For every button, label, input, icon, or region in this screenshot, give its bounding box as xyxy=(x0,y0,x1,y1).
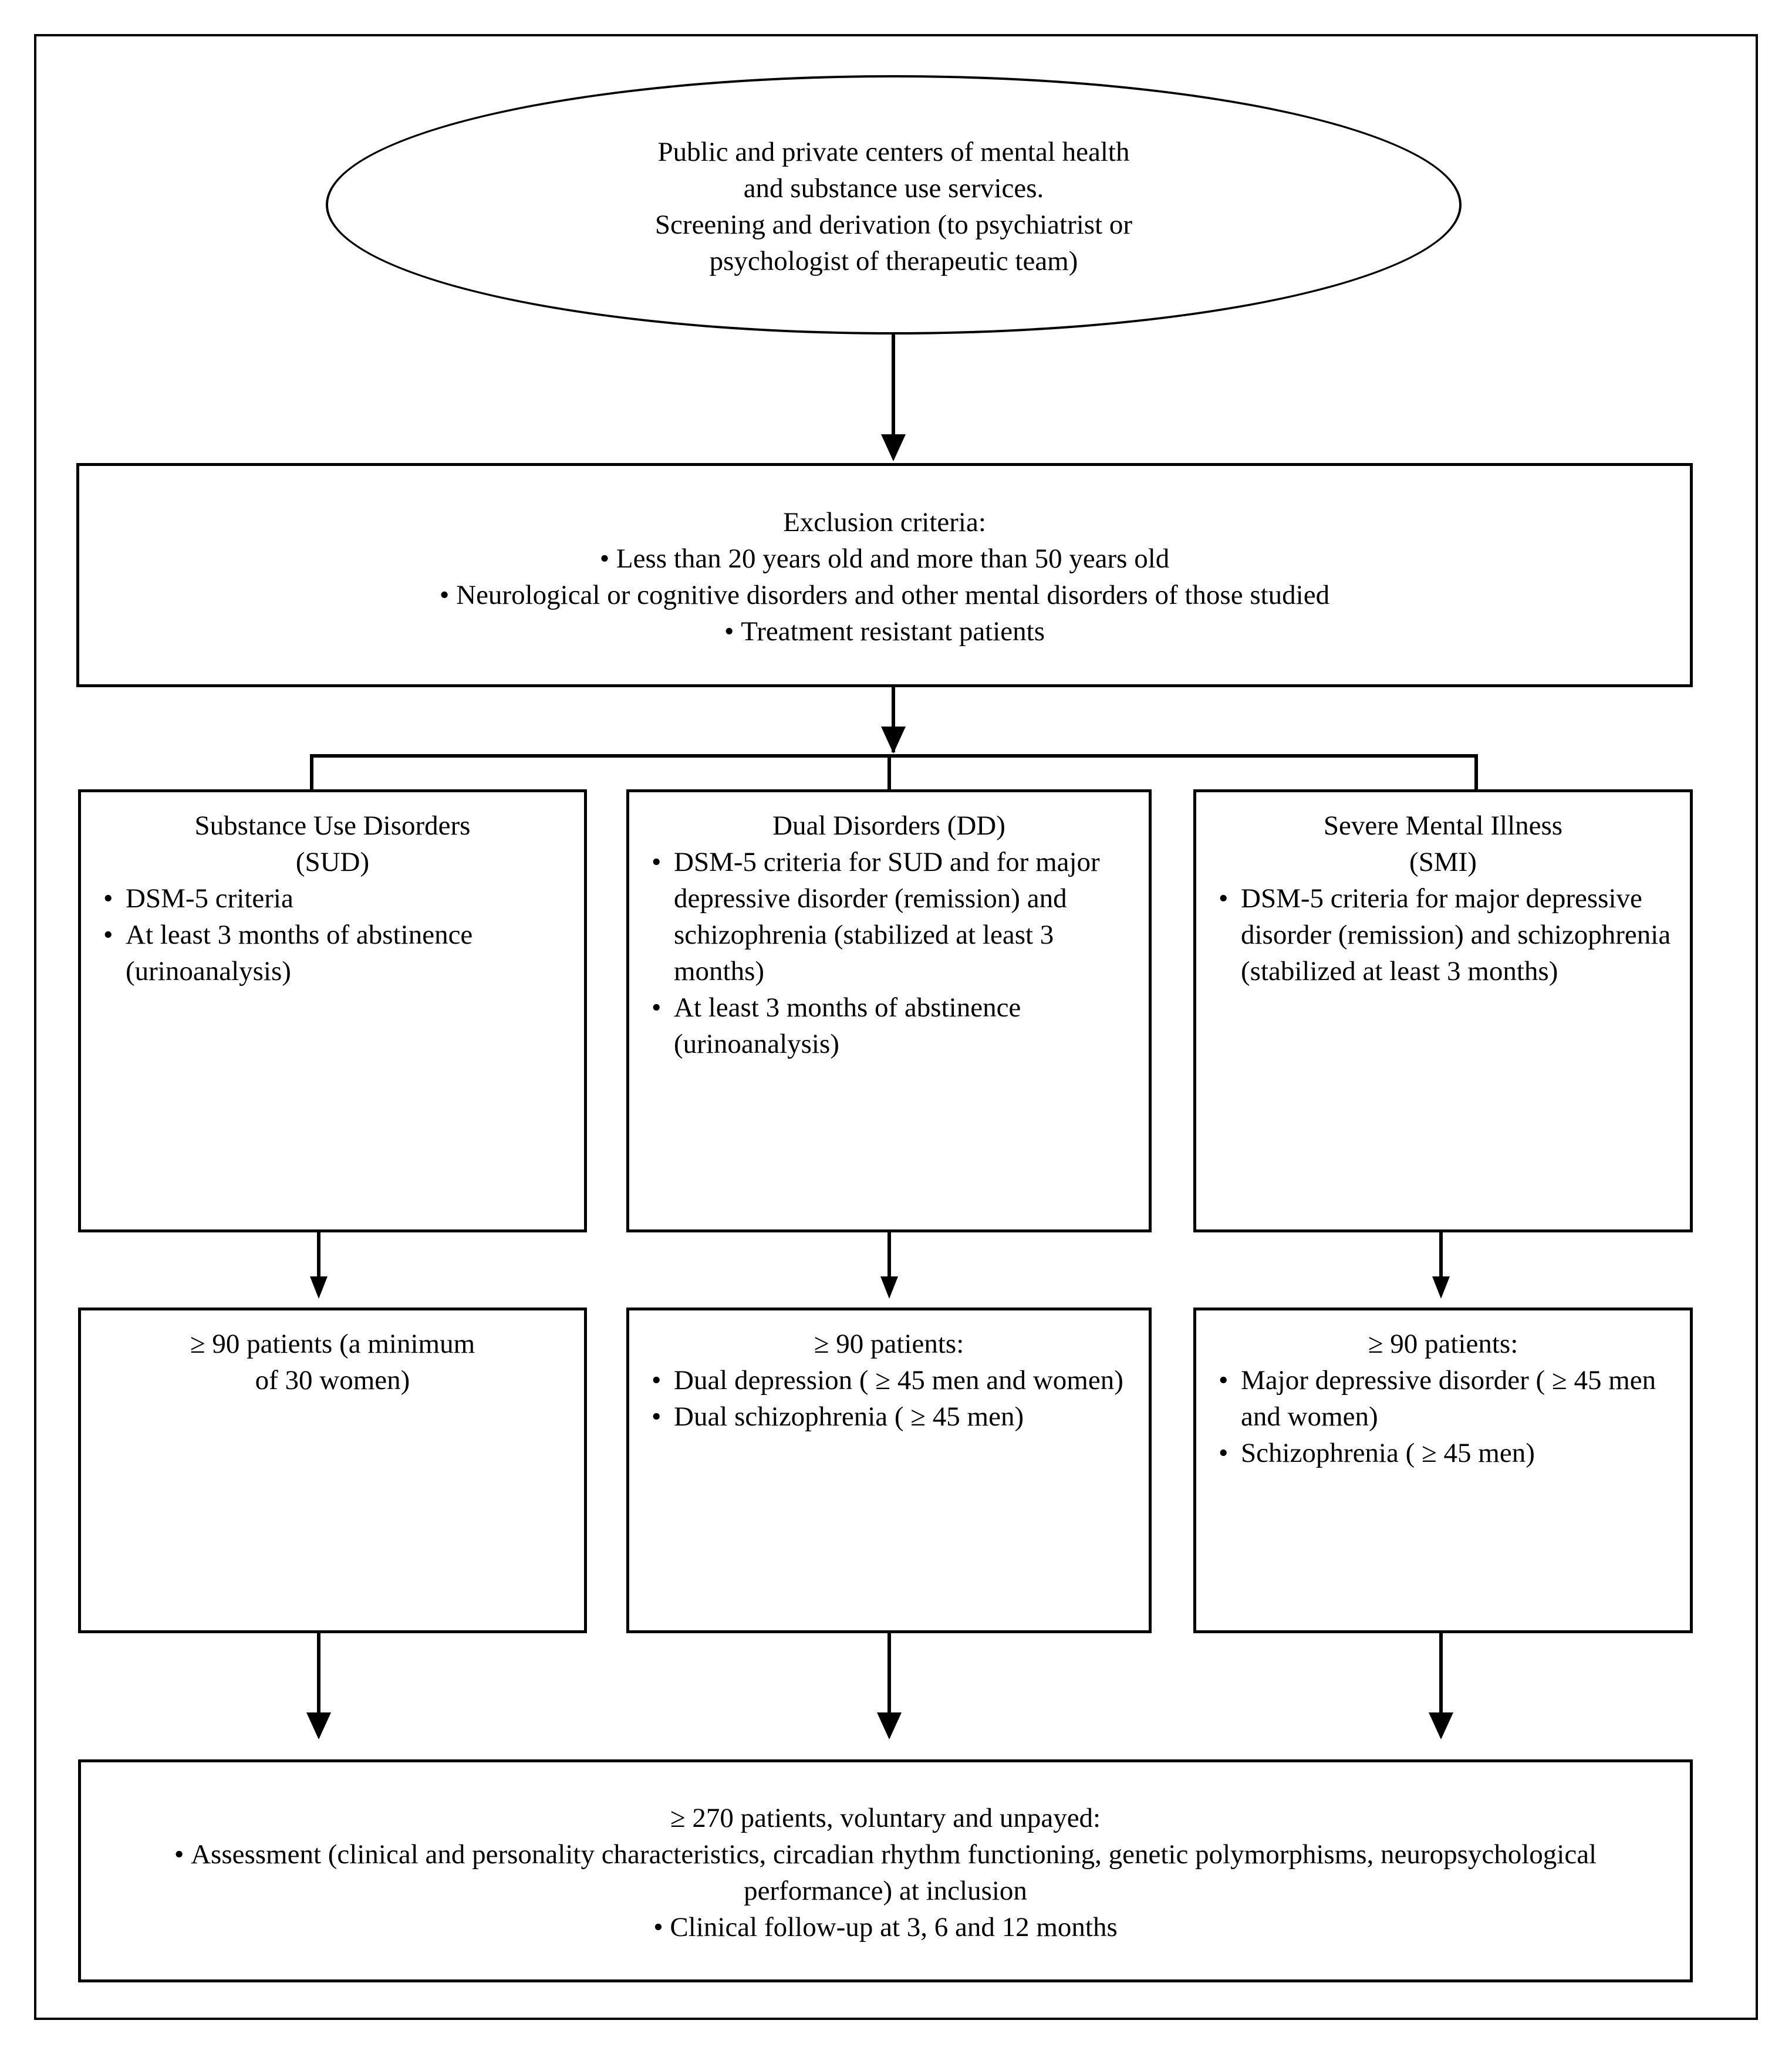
dd-count-bullet-2: Dual schizophrenia ( ≥ 45 men) xyxy=(647,1398,1131,1435)
final-bullet-1: Assessment (clinical and personality cha… xyxy=(99,1836,1672,1909)
final-bullet-list: Assessment (clinical and personality cha… xyxy=(99,1836,1672,1945)
arrowhead-sud-to-count xyxy=(310,1276,328,1299)
smi-bullet-list: DSM-5 criteria for major depressive diso… xyxy=(1214,880,1672,989)
sud-title-line-2: (SUD) xyxy=(295,847,370,878)
arrowhead-ddcount-to-final xyxy=(877,1712,902,1739)
smi-count-bullet-2: Schizophrenia ( ≥ 45 men) xyxy=(1214,1435,1672,1471)
final-heading: ≥ 270 patients, voluntary and unpayed: xyxy=(670,1802,1101,1833)
connector-smicount-to-final xyxy=(1439,1633,1443,1736)
sud-count-line-2: of 30 women) xyxy=(255,1365,410,1396)
exclusion-heading: Exclusion criteria: xyxy=(783,506,986,538)
dd-bullet-list: DSM-5 criteria for SUD and for major dep… xyxy=(647,844,1131,1062)
source-line-2: and substance use services. xyxy=(743,173,1044,204)
branch-drop-left xyxy=(310,754,313,789)
smi-bullet-1: DSM-5 criteria for major depressive diso… xyxy=(1214,880,1672,989)
dd-bullet-2: At least 3 months of abstinence (urinoan… xyxy=(647,989,1131,1062)
sud-bullet-list: DSM-5 criteria At least 3 months of abst… xyxy=(99,880,566,989)
dd-count-bullet-list: Dual depression ( ≥ 45 men and women) Du… xyxy=(647,1362,1131,1435)
exclusion-bullet-2: Neurological or cognitive disorders and … xyxy=(97,577,1672,613)
arrowhead-smicount-to-final xyxy=(1429,1712,1453,1739)
connector-source-to-exclusion xyxy=(892,333,895,434)
arrowhead-sudcount-to-final xyxy=(306,1712,331,1739)
arrowhead-exclusion-to-branchbar xyxy=(881,727,906,754)
node-sud-count: ≥ 90 patients (a minimum of 30 women) xyxy=(78,1308,587,1633)
node-source-centers: Public and private centers of mental hea… xyxy=(326,75,1462,335)
node-exclusion-criteria: Exclusion criteria: Less than 20 years o… xyxy=(76,463,1693,687)
branch-drop-center xyxy=(887,754,891,789)
arrowhead-dd-to-count xyxy=(880,1276,898,1299)
connector-exclusion-to-branchbar xyxy=(892,686,895,752)
sud-bullet-1: DSM-5 criteria xyxy=(99,880,566,917)
dd-bullet-1: DSM-5 criteria for SUD and for major dep… xyxy=(647,844,1131,989)
exclusion-bullet-list: Less than 20 years old and more than 50 … xyxy=(97,540,1672,650)
node-dd-count: ≥ 90 patients: Dual depression ( ≥ 45 me… xyxy=(626,1308,1152,1633)
smi-count-bullet-1: Major depressive disorder ( ≥ 45 men and… xyxy=(1214,1362,1672,1435)
branch-drop-right xyxy=(1474,754,1478,789)
connector-ddcount-to-final xyxy=(887,1633,891,1736)
page-border xyxy=(34,34,1758,2020)
smi-title-line-2: (SMI) xyxy=(1409,847,1477,878)
smi-count-bullet-list: Major depressive disorder ( ≥ 45 men and… xyxy=(1214,1362,1672,1471)
node-dd: Dual Disorders (DD) DSM-5 criteria for S… xyxy=(626,789,1152,1232)
node-final-sample: ≥ 270 patients, voluntary and unpayed: A… xyxy=(78,1759,1693,1982)
node-sud: Substance Use Disorders (SUD) DSM-5 crit… xyxy=(78,789,587,1232)
dd-count-bullet-1: Dual depression ( ≥ 45 men and women) xyxy=(647,1362,1131,1398)
branch-bar-row2 xyxy=(310,754,1478,758)
source-line-1: Public and private centers of mental hea… xyxy=(657,136,1130,167)
connector-dd-to-count xyxy=(887,1232,891,1291)
final-bullet-2: Clinical follow-up at 3, 6 and 12 months xyxy=(99,1909,1672,1945)
arrowhead-smi-to-count xyxy=(1432,1276,1450,1299)
source-line-3: Screening and derivation (to psychiatris… xyxy=(654,210,1133,240)
smi-count-heading: ≥ 90 patients: xyxy=(1368,1329,1518,1359)
exclusion-bullet-3: Treatment resistant patients xyxy=(97,613,1672,650)
source-line-4: psychologist of therapeutic team) xyxy=(709,246,1078,277)
sud-count-line-1: ≥ 90 patients (a minimum xyxy=(190,1329,475,1359)
node-smi-count: ≥ 90 patients: Major depressive disorder… xyxy=(1193,1308,1693,1633)
arrowhead-source-to-exclusion xyxy=(881,434,906,461)
node-smi: Severe Mental Illness (SMI) DSM-5 criter… xyxy=(1193,789,1693,1232)
connector-smi-to-count xyxy=(1439,1232,1443,1291)
dd-title-line-1: Dual Disorders (DD) xyxy=(772,810,1005,841)
exclusion-bullet-1: Less than 20 years old and more than 50 … xyxy=(97,540,1672,577)
connector-sud-to-count xyxy=(317,1232,320,1291)
sud-title-line-1: Substance Use Disorders xyxy=(194,810,471,841)
sud-bullet-2: At least 3 months of abstinence (urinoan… xyxy=(99,917,566,989)
dd-count-heading: ≥ 90 patients: xyxy=(814,1329,964,1359)
smi-title-line-1: Severe Mental Illness xyxy=(1323,810,1563,841)
connector-sudcount-to-final xyxy=(317,1633,320,1736)
